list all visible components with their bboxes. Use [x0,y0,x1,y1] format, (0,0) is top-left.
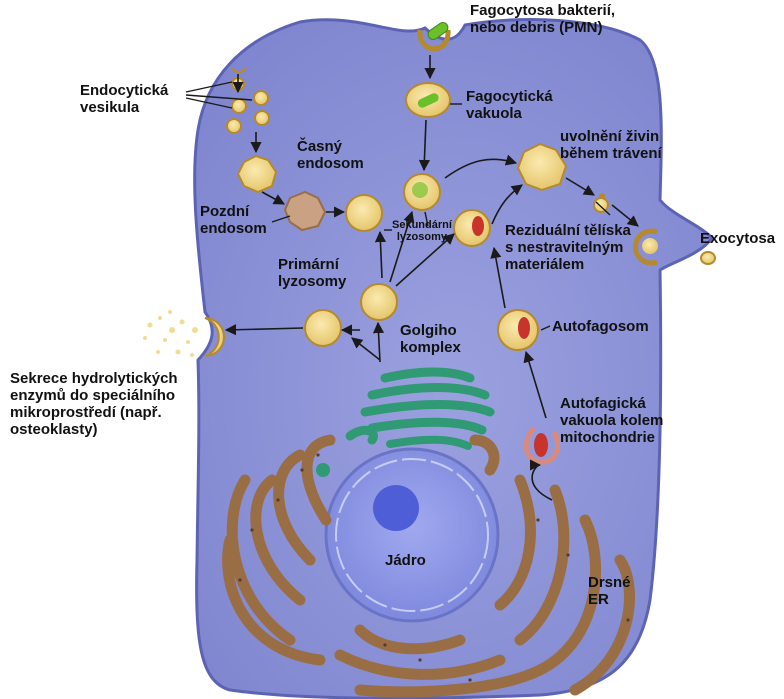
label-fagocyticka-vakuola: Fagocytická vakuola [466,88,553,122]
label-endocyticka-vesikula: Endocytická vesikula [80,82,169,116]
residual-body [593,193,609,213]
primary-lysosome-2 [304,309,342,347]
label-fagocytosa: Fagocytosa bakterií, nebo debris (PMN) [470,2,616,36]
pathway-arrows [224,55,639,501]
digestion-vacuole [516,142,568,192]
label-primarni-lyzosomy: Primární lyzosomy [278,256,347,290]
label-autofagicka-vakuola: Autofagická vakuola kolem mitochondrie [560,395,664,446]
nucleolus [373,485,419,531]
label-pointers [185,81,611,331]
er-ribosomes [238,453,630,682]
golgi-vesicle [316,463,330,477]
label-exocytosa: Exocytosa [700,230,776,247]
phagocytosis-cup [417,29,451,52]
exocytosis-vesicle [633,228,716,266]
secretion-vesicle [204,317,225,357]
rough-er [222,434,635,698]
label-pozdni-endosom: Pozdní endosom [200,203,267,237]
secretion-cloud [143,310,198,357]
label-rezidualni-teliska: Reziduální tělíska s nestravitelným mate… [505,222,631,273]
late-endosome [283,190,327,232]
lysosome-a [345,194,383,232]
golgi-complex [345,367,495,450]
label-drsne-er: Drsné ER [588,574,631,608]
secondary-lysosome-2 [453,209,491,247]
secondary-lysosome-1 [403,173,441,211]
label-jadro: Jádro [385,552,426,569]
primary-lysosome-1 [360,283,398,321]
label-casny-endosom: Časný endosom [297,138,364,172]
autophagosome [497,309,539,351]
label-autofagosom: Autofagosom [552,318,649,335]
nucleus [324,447,500,623]
bacterium [427,22,449,40]
early-endosome [236,154,278,194]
phagocytic-vacuole [405,82,451,118]
label-golgiho-komplex: Golgiho komplex [400,322,461,356]
label-uvolneni-zivin: uvolnění živin během trávení [560,128,662,162]
label-sekundarni-lyzosomy: Sekundární lyzosomy [392,219,452,243]
label-sekrece: Sekrece hydrolytických enzymů do speciál… [10,370,178,438]
